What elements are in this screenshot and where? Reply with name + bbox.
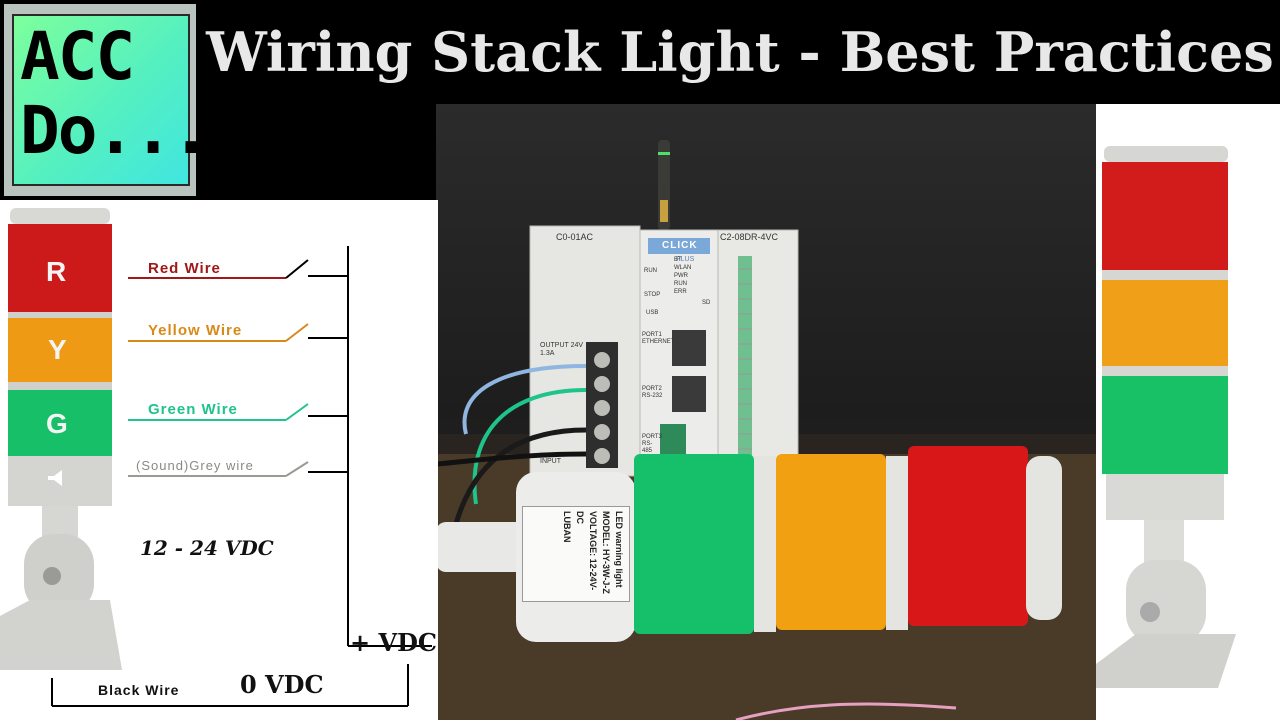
psu-output-label: OUTPUT 24V 1.3A (540, 342, 584, 357)
right-divider-1 (1102, 270, 1228, 280)
right-red-segment (1102, 162, 1228, 270)
letter-green: G (46, 408, 68, 439)
diagram-divider-2 (8, 382, 112, 390)
logo-line-1: ACC (20, 18, 135, 95)
stack-light-photo-right (1096, 104, 1280, 720)
green-switch (285, 403, 309, 421)
mode-stop-label: STOP (644, 292, 661, 298)
antenna-ring (658, 152, 670, 155)
light-green-segment (634, 454, 754, 634)
io-terminal-lines (738, 268, 752, 450)
light-sticker: LED warning light MODEL: HY-3W-J-Z VOLTA… (522, 506, 630, 602)
right-divider-2 (1102, 366, 1228, 376)
product-photo: C0-01AC CLICK PLUS C2-08DR-4VC OUTPUT 24… (436, 104, 1096, 720)
logo-line-2: Do... (20, 92, 211, 169)
voltage-range-label: 12 - 24 VDC (140, 536, 274, 560)
photo-scene (436, 140, 1096, 720)
red-switch (285, 259, 309, 279)
light-stem (436, 522, 526, 572)
rs485-connector-icon (660, 424, 686, 458)
yellow-switch (285, 323, 309, 342)
port3-label: PORT3 RS-485 (642, 434, 662, 454)
led-label: ERR (674, 289, 687, 295)
wire-blue (462, 364, 587, 435)
light-red-segment (908, 446, 1028, 626)
plc-led-list: BT WLAN PWR RUN ERR (674, 256, 691, 296)
logo: ACC Do... (4, 4, 211, 196)
sticker-line-4: LUBAN (562, 511, 572, 543)
yellow-wire-label: Yellow Wire (148, 322, 243, 339)
right-joint (1126, 560, 1206, 644)
diagram-foot (0, 600, 122, 670)
led-label: PWR (674, 273, 688, 279)
diagram-divider-1 (8, 312, 112, 318)
psu-screws (594, 352, 610, 464)
diagram-red-segment (8, 224, 112, 312)
wiring-diagram-lines (0, 208, 432, 707)
right-joint-screw (1140, 602, 1160, 622)
plc-brand-sub-label: PLUS (676, 256, 695, 263)
rs232-port-icon (672, 376, 706, 412)
zero-vdc-label: 0 VDC (240, 670, 324, 699)
wire-black (453, 427, 587, 525)
usb-label: USB (646, 310, 659, 316)
green-wire-label: Green Wire (148, 401, 238, 418)
right-yellow-segment (1102, 280, 1228, 366)
port2-label: PORT2 RS-232 (642, 386, 663, 399)
light-divider-1 (754, 456, 776, 632)
plus-vdc-label: + VDC (350, 628, 437, 657)
psu-input-label: INPUT (540, 458, 561, 465)
light-divider-2 (886, 456, 908, 630)
mode-run-label: RUN (644, 268, 657, 274)
diagram-yellow-segment (8, 318, 112, 382)
diagram-green-segment (8, 390, 112, 456)
speaker-icon (48, 470, 62, 486)
right-base (1106, 474, 1224, 520)
right-cap (1104, 146, 1228, 162)
letter-yellow: Y (48, 334, 67, 365)
ethernet-port-icon (672, 330, 706, 366)
grey-wire-label: (Sound)Grey wire (136, 458, 254, 473)
sticker-line-1: LED warning light (614, 511, 624, 588)
page-title: Wiring Stack Light - Best Practices (200, 0, 1280, 104)
wire-black-2 (436, 451, 587, 467)
io-module-label: C2-08DR-4VC (720, 232, 779, 242)
antenna-connector (660, 200, 668, 222)
io-terminals (738, 256, 752, 466)
logo-badge: ACC Do... (12, 14, 211, 186)
diagram-cap (10, 208, 110, 224)
diagram-joint-screw (43, 567, 61, 585)
wiring-diagram: R Y G Red Wire Yellow Wire Green Wire (S… (0, 200, 438, 720)
plc-brand-label: CLICK (662, 240, 698, 251)
light-cap (1026, 456, 1062, 620)
sd-label: SD (702, 300, 711, 306)
sticker-line-3: VOLTAGE: 12-24V-DC (575, 511, 598, 591)
right-green-segment (1102, 376, 1228, 474)
sticker-line-2: MODEL: HY-3W-J-Z (601, 511, 611, 594)
stack-light-right (1096, 146, 1236, 688)
plc-brand-badge (648, 238, 710, 254)
port1-label: PORT1 ETHERNET (642, 332, 675, 345)
io-module-body (717, 229, 799, 481)
led-label: WLAN (674, 265, 692, 271)
red-wire-label: Red Wire (148, 260, 221, 277)
right-foot (1096, 634, 1236, 688)
black-wire-label: Black Wire (98, 682, 180, 698)
psu-label: C0-01AC (556, 232, 594, 242)
led-label: RUN (674, 281, 687, 287)
led-label: BT (674, 257, 682, 263)
light-yellow-segment (776, 454, 886, 630)
wire-loose (735, 702, 957, 720)
grey-switch (285, 461, 309, 477)
letter-red: R (46, 256, 67, 287)
